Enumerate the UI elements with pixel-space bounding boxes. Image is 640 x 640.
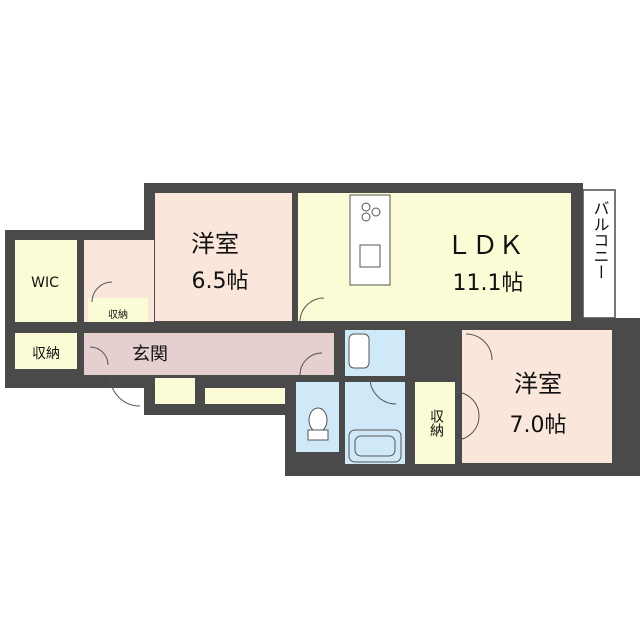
- ldk-size: 11.1帖: [453, 271, 524, 296]
- western-room-1-size: 6.5帖: [192, 269, 249, 294]
- entrance-label: 玄関: [132, 344, 168, 365]
- shoe-cabinet-right: [205, 388, 285, 404]
- storage-left-area: [15, 333, 77, 369]
- shoe-cabinet-left: [155, 378, 195, 404]
- balcony-label: バルコニー: [591, 200, 610, 280]
- storage-small-label: 収納: [108, 308, 128, 321]
- bathtub: [348, 429, 402, 463]
- toilet-fixture: [307, 407, 329, 441]
- room-wic: [15, 240, 77, 322]
- wic-label: WIC: [31, 275, 59, 291]
- room-western-1: [155, 193, 292, 321]
- room-western-2: [462, 330, 612, 463]
- balcony-area: [582, 189, 616, 319]
- hallway: [194, 333, 334, 375]
- washbasin: [348, 333, 370, 369]
- storage-right-area: [415, 382, 455, 464]
- western-room-2-name: 洋室: [514, 370, 562, 398]
- storage-right-label: 収納: [428, 409, 444, 438]
- kitchen-counter: [349, 194, 391, 286]
- storage-left-label: 収納: [32, 346, 60, 362]
- storage-small-area: [88, 298, 148, 322]
- entrance-area: [84, 333, 194, 375]
- room-ldk: [298, 193, 571, 321]
- ldk-name: ＬＤＫ: [446, 231, 524, 261]
- western-room-2-size: 7.0帖: [510, 413, 567, 438]
- western-room-1-name: 洋室: [191, 230, 239, 258]
- door-arcs: [89, 281, 493, 441]
